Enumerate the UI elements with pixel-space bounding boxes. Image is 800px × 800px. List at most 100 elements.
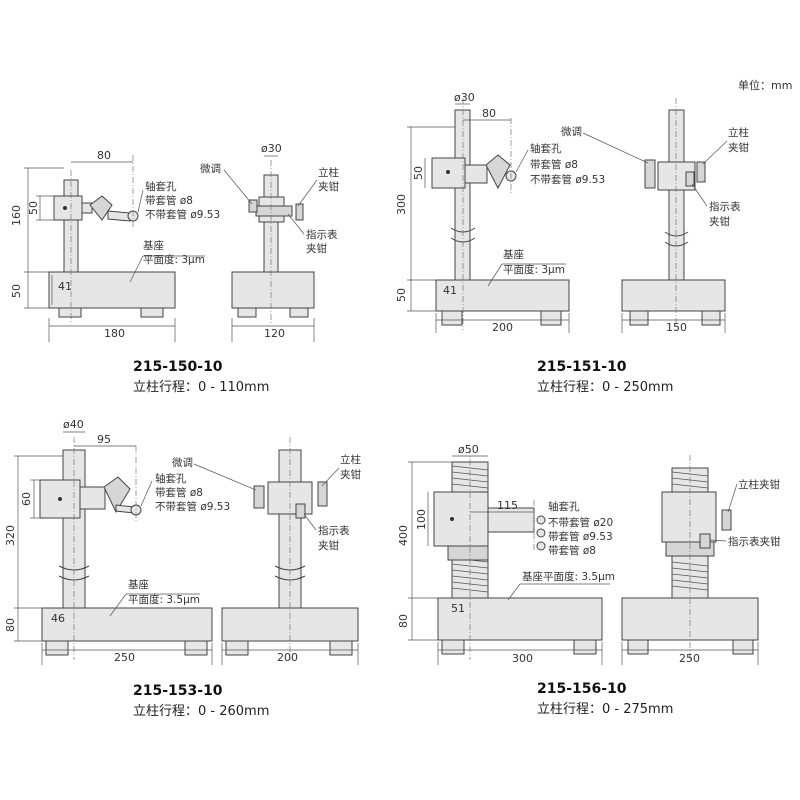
column	[454, 109, 471, 281]
column-travel: 立柱行程：0 - 250mm	[537, 380, 673, 395]
column-travel: 立柱行程：0 - 275mm	[537, 702, 673, 717]
dim-column-diameter: ø30	[261, 142, 282, 155]
label-column: 立柱	[728, 126, 749, 139]
model-number: 215-156-10	[537, 681, 627, 697]
dim-height: 300	[395, 194, 408, 215]
foot	[58, 307, 82, 318]
front-view	[433, 448, 603, 660]
label-with-sleeve: 带套管 ø8	[155, 486, 203, 499]
dim-clamp-height: 50	[27, 201, 40, 215]
label-without-sleeve: 不带套管 ø9.53	[155, 500, 230, 513]
dim-base-height: 80	[397, 614, 410, 628]
column-travel: 立柱行程：0 - 260mm	[133, 704, 269, 719]
model-number: 215-153-10	[133, 683, 223, 699]
dim-side-width: 150	[666, 321, 687, 334]
label-indicator-clamp-2: 夹钳	[306, 242, 327, 255]
stem-arm	[107, 210, 131, 222]
model-number: 215-151-10	[537, 359, 627, 375]
dim-clamp-height: 50	[412, 166, 425, 180]
label-indicator-clamp-2: 夹钳	[709, 215, 730, 228]
label-stem-hole: 轴套孔	[530, 142, 562, 155]
label-sleeve-20: 不带套管 ø20	[548, 516, 613, 529]
dim-arm: 80	[97, 149, 111, 162]
label-stem-hole: 轴套孔	[155, 472, 187, 485]
label-indicator-clamp-2: 夹钳	[318, 539, 339, 552]
dim-height: 320	[4, 525, 17, 546]
base	[41, 607, 213, 642]
label-indicator-clamp: 指示表	[709, 200, 741, 213]
panel-215-156-10: 400 100 80 ø50 115 300 51 轴套孔 不带套管 ø20 带…	[397, 443, 781, 717]
dim-base-width: 300	[512, 652, 533, 665]
label-stem-hole: 轴套孔	[145, 180, 177, 193]
screw-icon	[63, 206, 67, 210]
column-clamp-knob	[721, 509, 732, 531]
dim-side-width: 120	[264, 327, 285, 340]
clamp-knob	[295, 203, 304, 221]
base	[48, 271, 176, 309]
label-column: 立柱	[340, 453, 361, 466]
fine-adjust-knob	[89, 195, 113, 221]
column-clamp	[433, 491, 489, 547]
label-column-clamp: 夹钳	[318, 180, 339, 193]
height-adjust-nut	[447, 545, 489, 561]
label-with-sleeve: 带套管 ø8	[530, 158, 578, 171]
unit-label: 单位：mm	[738, 78, 792, 92]
dim-column-diameter: ø50	[458, 443, 479, 456]
label-sleeve-953: 带套管 ø9.53	[548, 530, 613, 543]
label-fine-adjust: 微调	[172, 456, 193, 469]
label-flatness: 平面度: 3.5μm	[128, 593, 200, 606]
dim-column-diameter: ø40	[63, 418, 84, 431]
clamp-knob	[696, 161, 706, 183]
label-column: 立柱	[318, 166, 339, 179]
label-fine-adjust: 微调	[561, 125, 582, 138]
label-flatness: 平面度: 3μm	[503, 263, 565, 276]
column-travel: 立柱行程：0 - 110mm	[133, 380, 269, 395]
dim-arm: 80	[482, 107, 496, 120]
panel-215-151-10: 300 50 50 ø30 80 200 41 轴套孔 带套管 ø8 不带套管 …	[395, 91, 749, 395]
base	[435, 279, 570, 312]
label-base: 基座	[143, 239, 164, 252]
label-column-clamp: 立柱夹钳	[738, 478, 780, 491]
dim-offset: 46	[51, 612, 65, 625]
label-flatness: 平面度: 3μm	[143, 253, 205, 266]
label-without-sleeve: 不带套管 ø9.53	[145, 208, 220, 221]
label-column-clamp: 夹钳	[340, 468, 361, 481]
panel-215-153-10: 320 60 80 ø40 95 250 46 轴套孔 带套管 ø8 不带套管 …	[4, 418, 361, 719]
dim-clamp-height: 100	[415, 509, 428, 530]
dim-arm: 95	[97, 433, 111, 446]
side-view	[221, 437, 359, 660]
label-with-sleeve: 带套管 ø8	[145, 194, 193, 207]
dim-offset: 41	[443, 284, 457, 297]
clamp-knob	[317, 481, 328, 507]
model-number: 215-150-10	[133, 359, 223, 375]
column-clamp	[53, 195, 83, 221]
front-view	[48, 155, 176, 324]
label-indicator-clamp: 指示表	[306, 228, 338, 241]
label-fine-adjust: 微调	[200, 162, 221, 175]
side-view	[621, 455, 759, 660]
dim-base-height: 80	[4, 618, 17, 632]
label-base: 基座	[503, 248, 524, 261]
column-side	[668, 109, 685, 281]
front-view	[39, 437, 213, 660]
label-without-sleeve: 不带套管 ø9.53	[530, 173, 605, 186]
dim-side-width: 250	[679, 652, 700, 665]
fine-adjust-knob-side	[253, 485, 265, 509]
dim-clamp-height: 60	[20, 492, 33, 506]
label-stem-hole: 轴套孔	[548, 500, 580, 513]
dim-base-height: 50	[10, 284, 23, 298]
base	[437, 597, 603, 641]
dim-arm: 115	[497, 499, 518, 512]
dim-side-width: 200	[277, 651, 298, 664]
fine-adjust-knob	[485, 154, 511, 190]
dim-column-diameter: ø30	[454, 91, 475, 104]
label-base: 基座	[128, 578, 149, 591]
dim-height: 160	[10, 205, 23, 226]
label-indicator-clamp: 指示表夹钳	[728, 535, 781, 548]
fine-adjust-knob	[103, 476, 131, 514]
foot	[140, 307, 164, 318]
dim-base-width: 180	[104, 327, 125, 340]
side-view	[621, 98, 726, 330]
dim-base-width: 250	[114, 651, 135, 664]
dim-base-height: 50	[395, 288, 408, 302]
